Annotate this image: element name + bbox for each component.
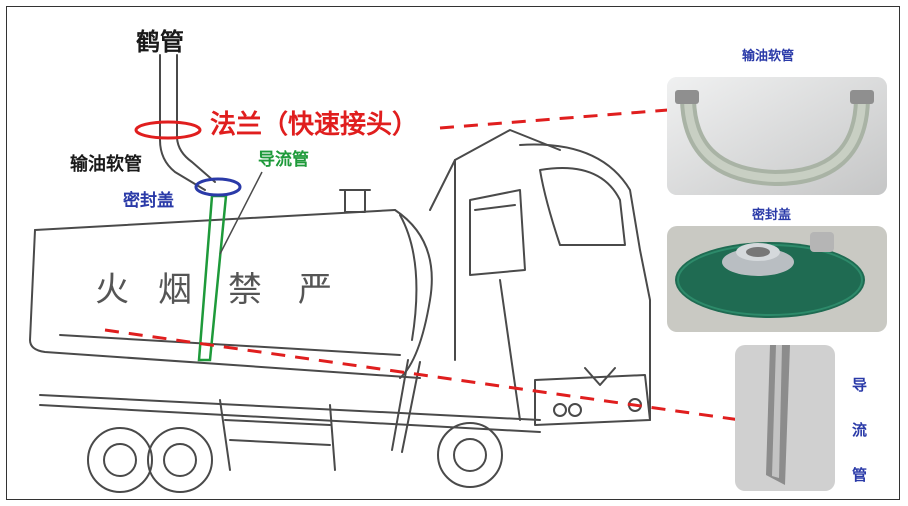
flange-ring [134, 120, 202, 140]
seal-photo-caption: 密封盖 [752, 208, 792, 223]
hose-label: 输油软管 [70, 154, 142, 175]
hose-photo-caption: 输油软管 [742, 49, 795, 64]
truck-sketch [29, 54, 651, 493]
tank-text-char: 严 [298, 270, 334, 310]
guide-pipe-leader [219, 171, 263, 255]
guide-vertical-char: 管 [852, 466, 868, 484]
guide-vertical-char: 导 [852, 376, 868, 394]
tank-text-char: 禁 [228, 270, 264, 310]
tank-text-char: 火 [95, 270, 131, 310]
guide-pipe-photo [735, 345, 835, 491]
callout-lines [104, 108, 741, 422]
seal-cap-label: 密封盖 [123, 191, 174, 211]
seal-cap-ring [194, 177, 242, 197]
tank-text-char: 烟 [158, 270, 194, 310]
guide-pipe-label: 导流管 [258, 150, 309, 170]
seal-cap-photo [667, 226, 887, 332]
hose-photo [667, 77, 887, 195]
crane-pipe-label: 鹤管 [136, 28, 184, 56]
flange-label: 法兰（快速接头） [210, 110, 419, 140]
guide-vertical-char: 流 [852, 421, 868, 439]
